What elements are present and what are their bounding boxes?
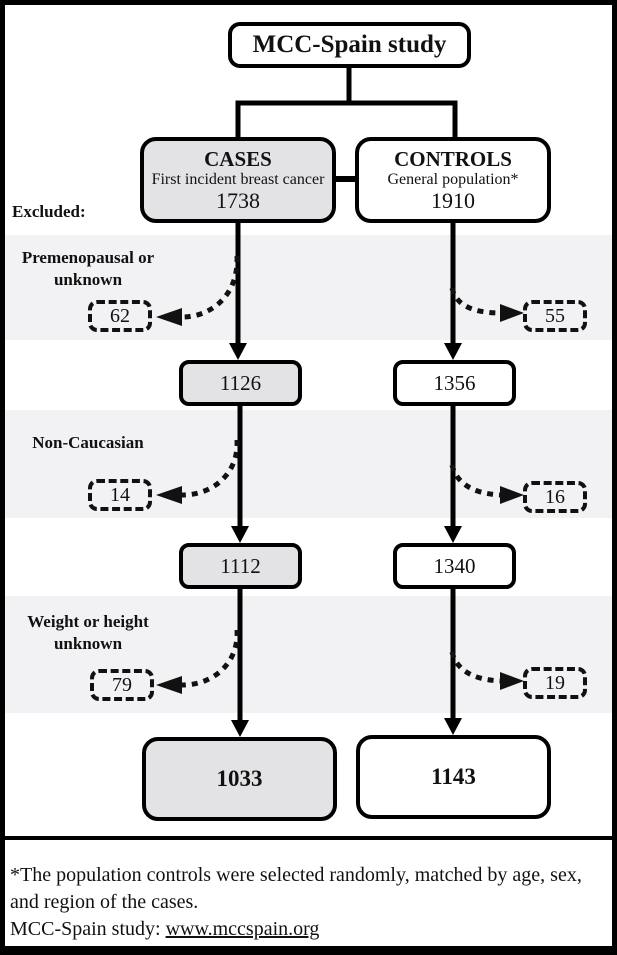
arrowhead-down-icon — [444, 343, 462, 360]
footer-divider — [5, 836, 612, 840]
arrowhead-right-icon — [500, 672, 524, 690]
arrow-cases-initial-to-step1 — [229, 222, 247, 360]
arrowhead-down-icon — [229, 343, 247, 360]
arrowhead-left-icon — [156, 486, 182, 504]
excluded-arrow-controls-3 — [449, 651, 524, 690]
exclusion-reason-1: Premenopausal or unknown — [21, 248, 155, 289]
excluded-arrow-cases-2 — [156, 439, 240, 504]
controls-step2-box: 1340 — [393, 543, 516, 589]
cases-branch-box: CASES First incident breast cancer 1738 — [140, 137, 336, 223]
controls-step1-box: 1356 — [393, 360, 516, 406]
exclusion-reason-3: Weight or height unknown — [27, 612, 149, 653]
arrowhead-right-icon — [500, 304, 524, 322]
cases-step2-box: 1112 — [179, 543, 302, 589]
excluded-arrow-controls-1 — [449, 287, 524, 322]
controls-initial-count: 1910 — [431, 188, 475, 213]
controls-sublabel: General population* — [387, 171, 519, 188]
arrow-controls-step2-to-final — [444, 588, 462, 735]
study-url-link[interactable]: www.mccspain.org — [165, 918, 320, 940]
excluded-count-controls-3: 19 — [523, 667, 587, 699]
excluded-count-cases-1: 62 — [88, 300, 152, 332]
exclusion-band-1 — [5, 235, 612, 340]
excluded-count-controls-1: 55 — [523, 300, 587, 332]
cases-step1-box: 1126 — [179, 360, 302, 406]
excluded-arrow-cases-3 — [156, 629, 240, 694]
arrow-controls-step1-to-step2 — [444, 405, 462, 543]
arrow-controls-initial-to-step1 — [444, 222, 462, 360]
excluded-count-controls-2: 16 — [523, 481, 587, 513]
footer: *The population controls were selected r… — [10, 862, 590, 943]
controls-branch-box: CONTROLS General population* 1910 — [355, 137, 551, 223]
study-title: MCC-Spain study — [252, 31, 447, 58]
arrowhead-down-icon — [231, 526, 249, 543]
exclusion-band-3 — [5, 596, 612, 713]
arrowhead-left-icon — [156, 308, 182, 326]
arrowhead-left-icon — [156, 676, 182, 694]
cases-initial-count: 1738 — [216, 188, 260, 213]
controls-final-box: 1143 — [356, 735, 551, 819]
footnote-text: *The population controls were selected r… — [10, 864, 582, 913]
study-title-box: MCC-Spain study — [228, 22, 471, 68]
study-link-line: MCC-Spain study: www.mccspain.org — [10, 916, 590, 943]
excluded-arrow-controls-2 — [449, 464, 524, 504]
cases-final-box: 1033 — [142, 737, 337, 821]
excluded-arrow-cases-1 — [156, 255, 240, 326]
arrow-cases-step2-to-final — [231, 588, 249, 737]
exclusion-band-2 — [5, 410, 612, 518]
cases-label: CASES — [204, 147, 272, 171]
controls-label: CONTROLS — [394, 147, 512, 171]
arrowhead-down-icon — [231, 720, 249, 737]
arrowhead-right-icon — [500, 486, 524, 504]
arrow-cases-step1-to-step2 — [231, 405, 249, 543]
cases-sublabel: First incident breast cancer — [151, 171, 325, 188]
excluded-count-cases-3: 79 — [90, 669, 154, 701]
arrowhead-down-icon — [444, 718, 462, 735]
excluded-count-cases-2: 14 — [88, 479, 152, 511]
excluded-heading: Excluded: — [12, 202, 86, 221]
exclusion-reason-2: Non-Caucasian — [32, 433, 144, 452]
arrowhead-down-icon — [444, 526, 462, 543]
study-link-label: MCC-Spain study: — [10, 918, 166, 940]
branch-connector — [235, 100, 458, 141]
